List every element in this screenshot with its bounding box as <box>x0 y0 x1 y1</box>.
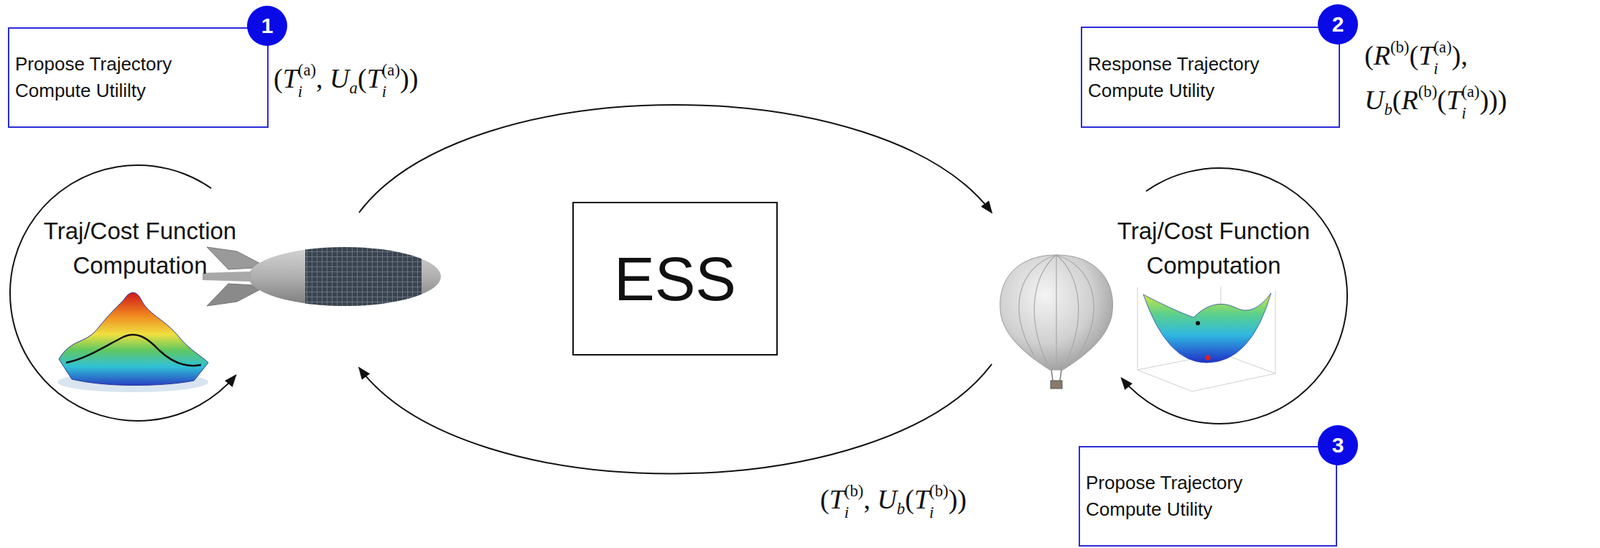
callout-number: 3 <box>1332 434 1345 457</box>
math-label: (R(b)(Ti(a)), Ub(R(b)(Ti(a)))) <box>1364 33 1507 123</box>
node-label: Traj/Cost Function Computation <box>21 214 259 283</box>
terrain-plot <box>57 292 209 393</box>
process-box: Response Trajectory Compute Utility <box>1080 26 1341 128</box>
plot-minimum <box>1205 355 1211 361</box>
node-label: Propose Trajectory Compute Utililty <box>15 50 217 105</box>
plot-point <box>1195 321 1200 326</box>
airship <box>202 244 441 309</box>
callout-number: 1 <box>261 15 274 37</box>
balloon-envelope <box>1000 254 1114 370</box>
process-box: Propose Trajectory Compute Utility <box>1078 445 1338 547</box>
balloon-ropes <box>1051 369 1062 381</box>
cycle-arc-path <box>1121 168 1348 424</box>
cycle-arc <box>10 165 360 424</box>
cycle-arc <box>991 165 1351 424</box>
process-cycle: Traj/Cost Function Computation <box>991 165 1351 424</box>
callout-badge: 2 <box>1317 4 1358 45</box>
math-label: (Ti(a), Ua(Ti(a))) <box>273 56 418 101</box>
callout-badge: 3 <box>1317 425 1358 466</box>
process-cycle: Traj/Cost Function Computation <box>10 165 360 424</box>
balloon-basket <box>1050 380 1063 389</box>
bowl-plot <box>1137 285 1276 392</box>
terrain-surface <box>58 292 209 385</box>
node-label: Traj/Cost Function Computation <box>1095 214 1333 283</box>
airship-mesh <box>305 244 422 309</box>
node-label: Propose Trajectory Compute Utility <box>1085 469 1287 523</box>
cycle-arc-path <box>10 165 236 421</box>
ess-box: ESS <box>572 201 778 356</box>
balloon-gores <box>1019 254 1094 370</box>
node-label: Response Trajectory Compute Utility <box>1087 50 1290 105</box>
math-label: (Ti(b), Ub(Ti(b))) <box>820 476 967 522</box>
process-box: Propose Trajectory Compute Utililty <box>7 27 269 128</box>
balloon <box>1000 254 1114 389</box>
callout-badge: 1 <box>247 5 288 46</box>
flow-arrow <box>359 364 992 474</box>
terrain-path <box>66 334 202 366</box>
callout-number: 2 <box>1332 13 1345 36</box>
bowl-surface <box>1143 292 1272 363</box>
airship-fin <box>202 271 252 282</box>
plot-axes <box>1137 285 1276 392</box>
ess-label: ESS <box>614 248 737 310</box>
flow-arrow <box>359 104 992 213</box>
